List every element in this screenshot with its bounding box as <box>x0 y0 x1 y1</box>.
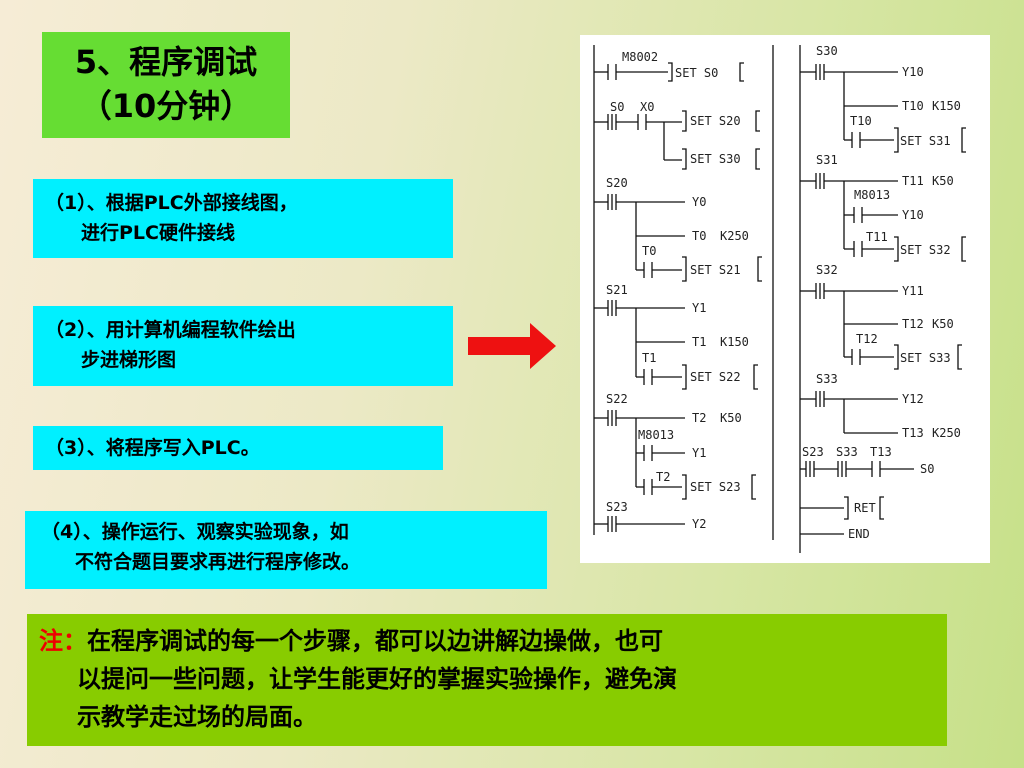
ladder-label: S31 <box>816 153 838 167</box>
ladder-label: X0 <box>640 100 654 114</box>
right-arrow-icon <box>468 323 556 369</box>
step-2-line1: （2）、用计算机编程软件绘出 <box>45 319 296 341</box>
slide-title-line2: （10分钟） <box>79 87 253 125</box>
ladder-label: T2 <box>656 470 670 484</box>
note-line2: 以提问一些问题，让学生能更好的掌握实验操作，避免演 <box>77 665 677 693</box>
ladder-label: Y1 <box>692 446 706 460</box>
ladder-label: S32 <box>816 263 838 277</box>
ladder-label: T11 <box>866 230 888 244</box>
ladder-label: T0 <box>642 244 656 258</box>
ladder-label: T13 <box>902 426 924 440</box>
ladder-label: S21 <box>606 283 628 297</box>
ladder-label: Y0 <box>692 195 706 209</box>
ladder-label: SET S0 <box>675 66 718 80</box>
ladder-label: T0 <box>692 229 706 243</box>
ladder-label: SET S21 <box>690 263 741 277</box>
ladder-label: Y10 <box>902 208 924 222</box>
ladder-label: S0 <box>610 100 624 114</box>
ladder-label: Y12 <box>902 392 924 406</box>
ladder-label: END <box>848 527 870 541</box>
step-4-line1: （4）、操作运行、观察实验现象，如 <box>41 521 349 543</box>
ladder-label: S23 <box>606 500 628 514</box>
step-1-line2: 进行PLC硬件接线 <box>81 222 235 244</box>
ladder-label: S23 <box>802 445 824 459</box>
ladder-label: T12 <box>856 332 878 346</box>
ladder-label: SET S23 <box>690 480 741 494</box>
ladder-label: S33 <box>816 372 838 386</box>
ladder-label: S22 <box>606 392 628 406</box>
note-label: 注： <box>39 627 87 655</box>
ladder-label: K150 <box>720 335 749 349</box>
ladder-label: T11 <box>902 174 924 188</box>
ladder-label: T13 <box>870 445 892 459</box>
ladder-label: T1 <box>692 335 706 349</box>
ladder-label: M8013 <box>854 188 890 202</box>
step-3-line1: （3）、将程序写入PLC。 <box>45 437 260 459</box>
ladder-label: S33 <box>836 445 858 459</box>
ladder-label: Y2 <box>692 517 706 531</box>
ladder-label: SET S32 <box>900 243 951 257</box>
step-4-line2: 不符合题目要求再进行程序修改。 <box>75 551 361 573</box>
ladder-label: SET S31 <box>900 134 951 148</box>
ladder-label: K50 <box>720 411 742 425</box>
slide-title: 5、程序调试 （10分钟） <box>42 32 290 138</box>
ladder-label: T10 <box>850 114 872 128</box>
ladder-label: RET <box>854 501 876 515</box>
ladder-label: Y11 <box>902 284 924 298</box>
step-2-line2: 步进梯形图 <box>81 349 177 371</box>
ladder-label: Y1 <box>692 301 706 315</box>
ladder-label: K250 <box>932 426 961 440</box>
note-line1: 在程序调试的每一个步骤，都可以边讲解边操做，也可 <box>87 627 663 655</box>
note-box: 注：在程序调试的每一个步骤，都可以边讲解边操做，也可 以提问一些问题，让学生能更… <box>27 614 947 746</box>
ladder-label: SET S33 <box>900 351 951 365</box>
ladder-label: K50 <box>932 174 954 188</box>
ladder-label: T10 <box>902 99 924 113</box>
step-1-box: （1）、根据PLC外部接线图， 进行PLC硬件接线 <box>33 179 453 258</box>
ladder-diagram: M8002 SET S0 S0 X0 SET S20 SET S30 S20 Y… <box>580 35 990 563</box>
slide-title-line1: 5、程序调试 <box>74 43 258 81</box>
ladder-label: S30 <box>816 44 838 58</box>
ladder-label: SET S22 <box>690 370 741 384</box>
step-2-box: （2）、用计算机编程软件绘出 步进梯形图 <box>33 306 453 386</box>
ladder-label: K150 <box>932 99 961 113</box>
ladder-label: K50 <box>932 317 954 331</box>
ladder-label: SET S20 <box>690 114 741 128</box>
ladder-label: S20 <box>606 176 628 190</box>
ladder-label: T1 <box>642 351 656 365</box>
ladder-label: T12 <box>902 317 924 331</box>
ladder-label: M8002 <box>622 50 658 64</box>
step-3-box: （3）、将程序写入PLC。 <box>33 426 443 470</box>
step-4-box: （4）、操作运行、观察实验现象，如 不符合题目要求再进行程序修改。 <box>25 511 547 589</box>
note-line3: 示教学走过场的局面。 <box>77 703 317 731</box>
ladder-label: K250 <box>720 229 749 243</box>
step-1-line1: （1）、根据PLC外部接线图， <box>45 192 298 214</box>
ladder-label: M8013 <box>638 428 674 442</box>
ladder-label: T2 <box>692 411 706 425</box>
ladder-label: S0 <box>920 462 934 476</box>
ladder-label: SET S30 <box>690 152 741 166</box>
ladder-label: Y10 <box>902 65 924 79</box>
